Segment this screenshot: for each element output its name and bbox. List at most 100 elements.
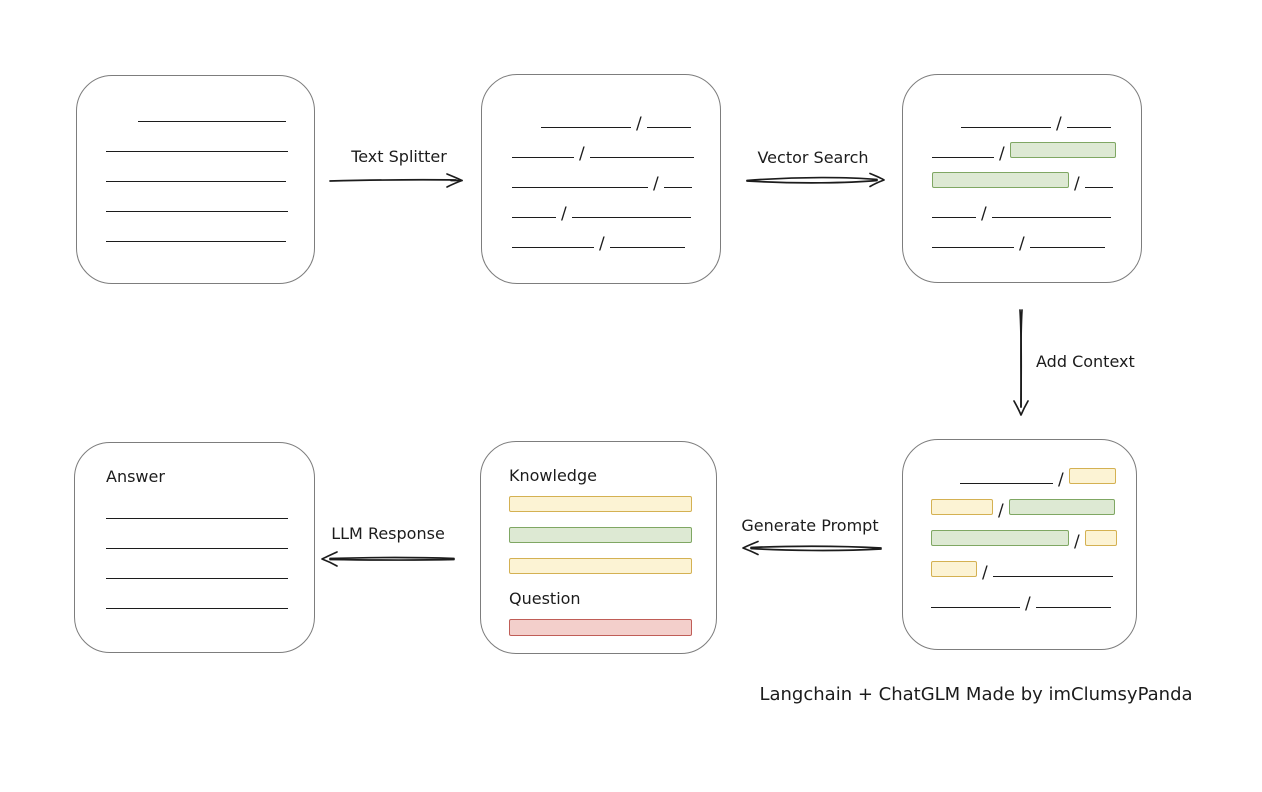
green-chunk xyxy=(1009,142,1116,158)
slash-separator: / xyxy=(982,563,988,583)
text-line xyxy=(512,217,556,218)
segment-row: / xyxy=(932,158,1141,193)
slash-separator: / xyxy=(981,204,987,224)
text-line xyxy=(609,247,685,248)
yellow-chunk xyxy=(1068,468,1116,484)
red-bar xyxy=(509,619,692,636)
chunks-node: / / / / / xyxy=(481,74,721,284)
segment-row: / xyxy=(931,484,1136,520)
slash-separator: / xyxy=(561,204,567,224)
generate-prompt-label: Generate Prompt xyxy=(741,516,879,535)
text-line xyxy=(1029,247,1105,248)
segment-row xyxy=(106,212,314,242)
text-line xyxy=(932,217,976,218)
segment-row: / xyxy=(512,218,720,254)
text-line xyxy=(106,518,288,519)
text-line xyxy=(106,578,288,579)
segment-row: / xyxy=(512,188,720,224)
slash-separator: / xyxy=(1058,470,1064,490)
segment-row xyxy=(106,152,314,182)
segment-row xyxy=(106,519,314,549)
prompt-node: Knowledge Question xyxy=(480,441,717,654)
vector-search-label: Vector Search xyxy=(757,148,869,167)
yellow-chunk xyxy=(931,561,977,577)
answer-label: Answer xyxy=(106,467,165,486)
caption-text: Langchain + ChatGLM Made by imClumsyPand… xyxy=(759,684,1193,705)
slash-separator: / xyxy=(653,174,659,194)
text-line xyxy=(931,607,1020,608)
text-line xyxy=(106,151,288,152)
text-line xyxy=(106,548,288,549)
text-line xyxy=(512,157,574,158)
question-label: Question xyxy=(509,589,581,608)
text-line xyxy=(106,608,288,609)
green-chunk xyxy=(931,530,1069,546)
text-line xyxy=(1084,187,1113,188)
document-node xyxy=(76,75,315,284)
chunk-text-lines: / / / / / xyxy=(512,98,720,254)
green-chunk xyxy=(932,172,1069,188)
answer-lines xyxy=(106,489,314,609)
text-line xyxy=(992,576,1113,577)
slash-separator: / xyxy=(599,234,605,254)
knowledge-label: Knowledge xyxy=(509,466,597,485)
text-line xyxy=(512,247,594,248)
green-bar xyxy=(509,527,692,543)
text-line xyxy=(512,187,648,188)
text-line xyxy=(138,121,286,122)
add-context-arrow xyxy=(1013,309,1029,416)
text-line xyxy=(541,127,631,128)
text-line xyxy=(961,127,1051,128)
segment-row: / xyxy=(931,453,1136,490)
context-node: ///// xyxy=(902,439,1137,650)
vector-result-lines: ///// xyxy=(932,98,1141,254)
text-splitter-label: Text Splitter xyxy=(351,147,447,166)
segment-row: / xyxy=(512,98,720,134)
segment-row xyxy=(106,92,314,122)
generate-prompt-arrow xyxy=(742,540,882,556)
text-line xyxy=(106,181,286,182)
segment-row xyxy=(106,549,314,579)
llm-response-arrow xyxy=(321,551,455,567)
slash-separator: / xyxy=(636,114,642,134)
segment-row xyxy=(106,579,314,609)
slash-separator: / xyxy=(1025,594,1031,614)
segment-row: / xyxy=(931,577,1136,614)
text-line xyxy=(663,187,692,188)
yellow-bar xyxy=(509,558,692,574)
slash-separator: / xyxy=(579,144,585,164)
segment-row: / xyxy=(931,515,1136,552)
llm-response-label: LLM Response xyxy=(331,524,445,543)
text-line xyxy=(991,217,1111,218)
text-line xyxy=(932,157,994,158)
segment-row: / xyxy=(512,158,720,194)
text-line xyxy=(571,217,691,218)
document-text-lines xyxy=(106,92,314,242)
segment-row xyxy=(106,122,314,152)
yellow-chunk xyxy=(931,499,993,515)
segment-row: / xyxy=(932,128,1141,164)
text-line xyxy=(932,247,1014,248)
slash-separator: / xyxy=(1074,532,1080,552)
answer-node: Answer xyxy=(74,442,315,653)
segment-row xyxy=(106,182,314,212)
question-bars xyxy=(509,619,716,636)
segment-row: / xyxy=(932,188,1141,224)
vector-search-arrow xyxy=(746,172,885,188)
add-context-label: Add Context xyxy=(1036,352,1135,371)
text-line xyxy=(106,241,286,242)
context-lines: ///// xyxy=(931,453,1136,614)
segment-row: / xyxy=(931,546,1136,583)
slash-separator: / xyxy=(999,144,1005,164)
segment-row: / xyxy=(932,98,1141,133)
segment-row: / xyxy=(932,218,1141,254)
green-chunk xyxy=(1008,499,1115,515)
vector-result-node: ///// xyxy=(902,74,1142,283)
segment-row: / xyxy=(512,128,720,164)
text-splitter-arrow xyxy=(329,173,463,188)
segment-row xyxy=(106,489,314,519)
text-line xyxy=(646,127,691,128)
yellow-chunk xyxy=(1084,530,1117,546)
slash-separator: / xyxy=(1019,234,1025,254)
